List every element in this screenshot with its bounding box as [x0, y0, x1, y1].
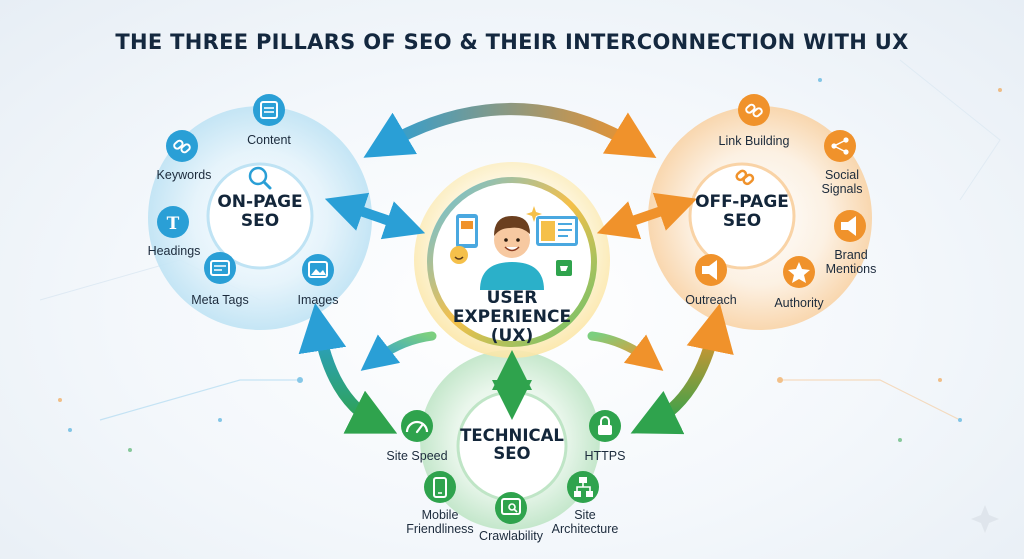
off-page-item-link-building: Link Building — [718, 134, 790, 148]
arrow-ux-to-on-page-lower — [360, 331, 437, 371]
site-speed-icon — [401, 410, 433, 442]
on-page-item-images: Images — [297, 293, 339, 307]
content-icon — [253, 94, 285, 126]
arrow-on-page-to-off-page — [363, 103, 657, 158]
technical-item-https: HTTPS — [584, 449, 626, 463]
keywords-icon — [166, 130, 198, 162]
on-page-item-headings: Headings — [147, 244, 201, 258]
outreach-icon — [695, 254, 727, 286]
images-icon — [302, 254, 334, 286]
magnifier-icon — [248, 166, 272, 190]
smiling-user-devices-icon — [450, 206, 578, 290]
crawlability-icon — [495, 492, 527, 524]
technical-hub-title: TECHNICAL SEO — [460, 426, 564, 464]
on-page-item-keywords: Keywords — [156, 168, 212, 182]
sparkle-icon — [971, 505, 999, 533]
chain-link-icon — [735, 169, 755, 186]
on-page-item-content: Content — [247, 133, 291, 147]
off-page-item-social-signals: Social Signals — [821, 168, 863, 197]
ux-hub-title: USER EXPERIENCE (UX) — [452, 288, 572, 347]
headings-icon: T — [157, 206, 189, 238]
meta-tags-icon — [204, 252, 236, 284]
diagram-title: THE THREE PILLARS OF SEO & THEIR INTERCO… — [115, 30, 909, 54]
off-page-item-brand-mentions: Brand Mentions — [825, 248, 877, 277]
site-architecture-icon — [567, 471, 599, 503]
off-page-hub-title: OFF-PAGE SEO — [695, 192, 789, 231]
arrow-off-page-to-technical — [630, 303, 734, 435]
background-decoration — [39, 59, 1002, 452]
arrow-on-page-to-technical — [298, 303, 398, 434]
off-page-item-authority: Authority — [774, 296, 824, 310]
on-page-hub-title: ON-PAGE SEO — [217, 192, 303, 231]
technical-item-mobile-friendliness: Mobile Friendliness — [406, 508, 474, 537]
technical-item-crawlability: Crawlability — [479, 529, 543, 543]
svg-text:T: T — [167, 214, 180, 234]
https-icon — [589, 410, 621, 442]
authority-icon — [783, 256, 815, 288]
arrow-on-page-to-ux — [324, 192, 426, 240]
technical-item-site-speed: Site Speed — [386, 449, 448, 463]
link-building-icon — [738, 94, 770, 126]
arrow-off-page-to-ux — [596, 192, 698, 240]
technical-item-site-architecture: Site Architecture — [551, 508, 619, 537]
on-page-item-meta-tags: Meta Tags — [191, 293, 249, 307]
off-page-item-outreach: Outreach — [685, 293, 737, 307]
social-signals-icon — [824, 130, 856, 162]
brand-mentions-icon — [834, 210, 866, 242]
on-page-hub-disc — [206, 162, 314, 270]
mobile-friendliness-icon — [424, 471, 456, 503]
arrow-ux-to-off-page-lower — [587, 331, 664, 371]
